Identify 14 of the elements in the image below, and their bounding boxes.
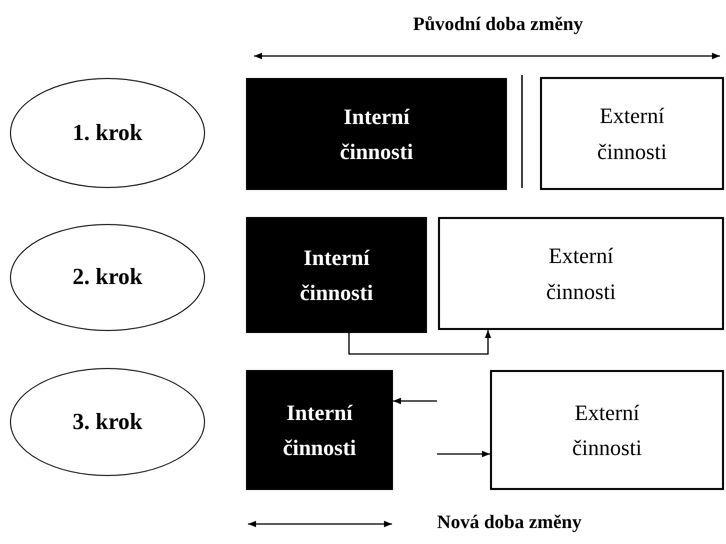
external-activities-box: Externí činnosti [490,370,724,490]
arrow [437,450,490,458]
internal-activities-box: Interní činnosti [246,370,393,490]
dimension-label: Původní doba změny [413,14,583,36]
internal-activities-box: Interní činnosti [246,217,427,333]
step-ellipse: 1. krok [10,78,205,188]
internal-activities-box: Interní činnosti [246,78,507,190]
external-activities-box: Externí činnosti [540,77,724,190]
arrow [393,398,437,404]
step-ellipse: 2. krok [10,224,205,331]
external-activities-box: Externí činnosti [438,217,724,330]
dimension-label: Nová doba změny [437,512,582,534]
arrow [348,330,492,355]
step-ellipse: 3. krok [10,368,205,476]
